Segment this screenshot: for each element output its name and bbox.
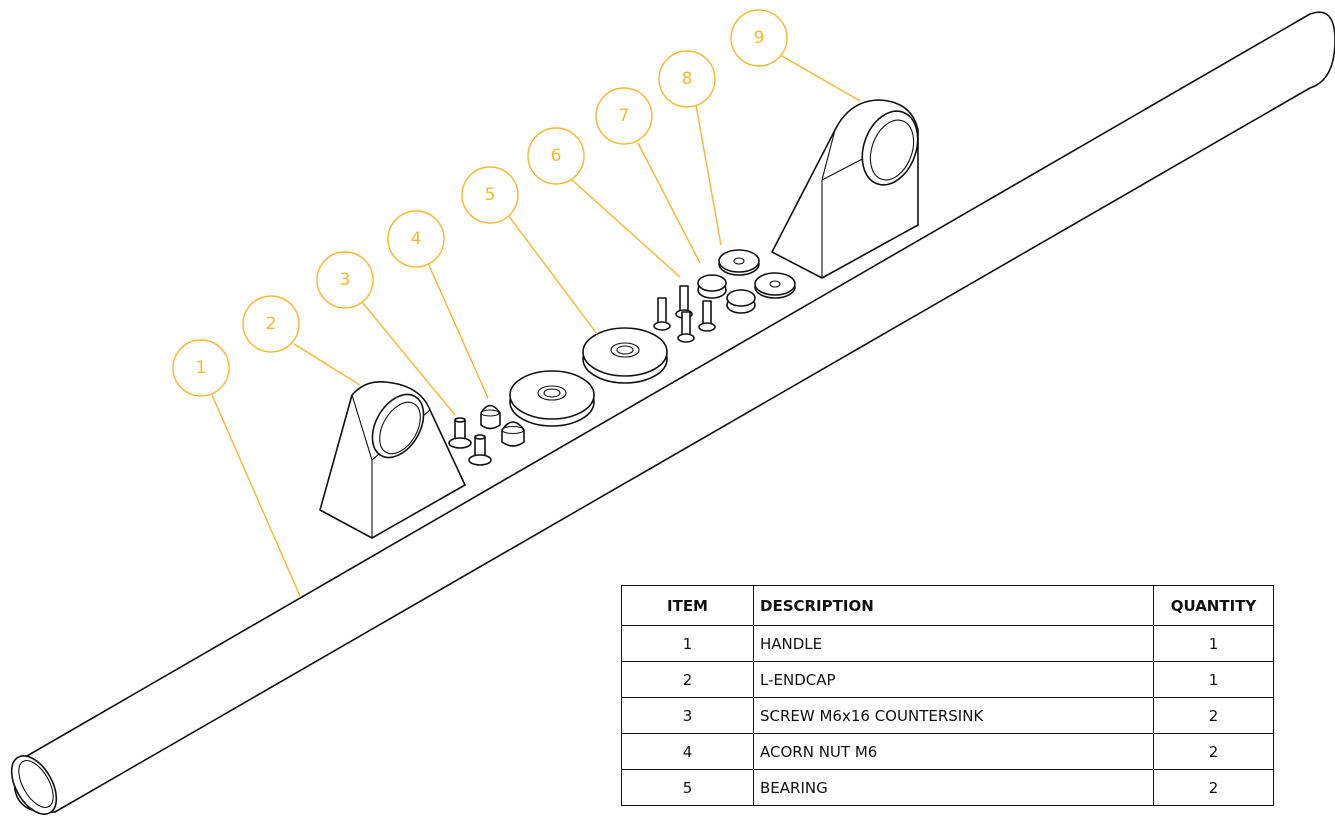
bill-of-materials-table: ITEM DESCRIPTION QUANTITY 1 HANDLE 1 2 L… xyxy=(621,585,1274,806)
cell-item: 5 xyxy=(621,769,754,806)
balloon-3: 3 xyxy=(316,251,374,309)
balloon-9: 9 xyxy=(730,9,788,67)
balloon-1: 1 xyxy=(172,339,230,397)
acorn-nut-2 xyxy=(501,421,525,447)
cell-description: HANDLE xyxy=(753,625,1154,662)
left-endcap xyxy=(319,380,466,539)
balloon-label-5: 5 xyxy=(485,185,496,205)
cell-description: BEARING xyxy=(753,769,1154,806)
screw-6c xyxy=(677,311,695,343)
table-row: 1 HANDLE 1 xyxy=(621,625,1274,662)
cell-item: 3 xyxy=(621,697,754,734)
screw-countersink-2 xyxy=(468,434,492,466)
cell-item: 4 xyxy=(621,733,754,770)
cell-item: 2 xyxy=(621,661,754,698)
table-row: 2 L-ENDCAP 1 xyxy=(621,661,1274,698)
balloon-7: 7 xyxy=(595,87,653,145)
balloon-label-9: 9 xyxy=(754,28,765,48)
cell-description: ACORN NUT M6 xyxy=(753,733,1154,770)
balloon-label-6: 6 xyxy=(551,146,562,166)
cell-quantity: 1 xyxy=(1153,661,1274,698)
header-description: DESCRIPTION xyxy=(753,585,1154,626)
washer-2 xyxy=(754,272,796,299)
table-row: 3 SCREW M6x16 COUNTERSINK 2 xyxy=(621,697,1274,734)
right-endcap xyxy=(771,99,919,279)
cell-description: L-ENDCAP xyxy=(753,661,1154,698)
balloon-label-1: 1 xyxy=(196,358,207,378)
cell-quantity: 2 xyxy=(1153,769,1274,806)
table-row: 5 BEARING 2 xyxy=(621,769,1274,806)
header-quantity: QUANTITY xyxy=(1153,585,1274,626)
cell-quantity: 2 xyxy=(1153,697,1274,734)
cell-quantity: 2 xyxy=(1153,733,1274,770)
balloon-8: 8 xyxy=(658,50,716,108)
plug-2 xyxy=(726,289,756,314)
balloon-label-7: 7 xyxy=(619,106,630,126)
balloon-5: 5 xyxy=(461,166,519,224)
bearing-2 xyxy=(582,327,668,384)
screw-6d xyxy=(698,300,716,332)
table-header-row: ITEM DESCRIPTION QUANTITY xyxy=(621,585,1274,626)
cell-quantity: 1 xyxy=(1153,625,1274,662)
balloon-label-4: 4 xyxy=(411,229,422,249)
balloon-4: 4 xyxy=(387,210,445,268)
table-row: 4 ACORN NUT M6 2 xyxy=(621,733,1274,770)
cell-item: 1 xyxy=(621,625,754,662)
bearing-1 xyxy=(509,370,595,427)
screw-countersink-1 xyxy=(448,417,472,449)
handle-tube xyxy=(10,11,1335,815)
plug-1 xyxy=(697,274,727,299)
screw-6a xyxy=(653,297,671,331)
header-item: ITEM xyxy=(621,585,754,626)
balloon-label-2: 2 xyxy=(266,314,277,334)
leader-lines xyxy=(211,55,861,597)
cell-description: SCREW M6x16 COUNTERSINK xyxy=(753,697,1154,734)
balloon-label-8: 8 xyxy=(682,69,693,89)
balloon-2: 2 xyxy=(242,295,300,353)
washer-1 xyxy=(718,249,760,276)
acorn-nut-1 xyxy=(480,404,501,430)
balloon-6: 6 xyxy=(527,127,585,185)
balloon-label-3: 3 xyxy=(340,270,351,290)
